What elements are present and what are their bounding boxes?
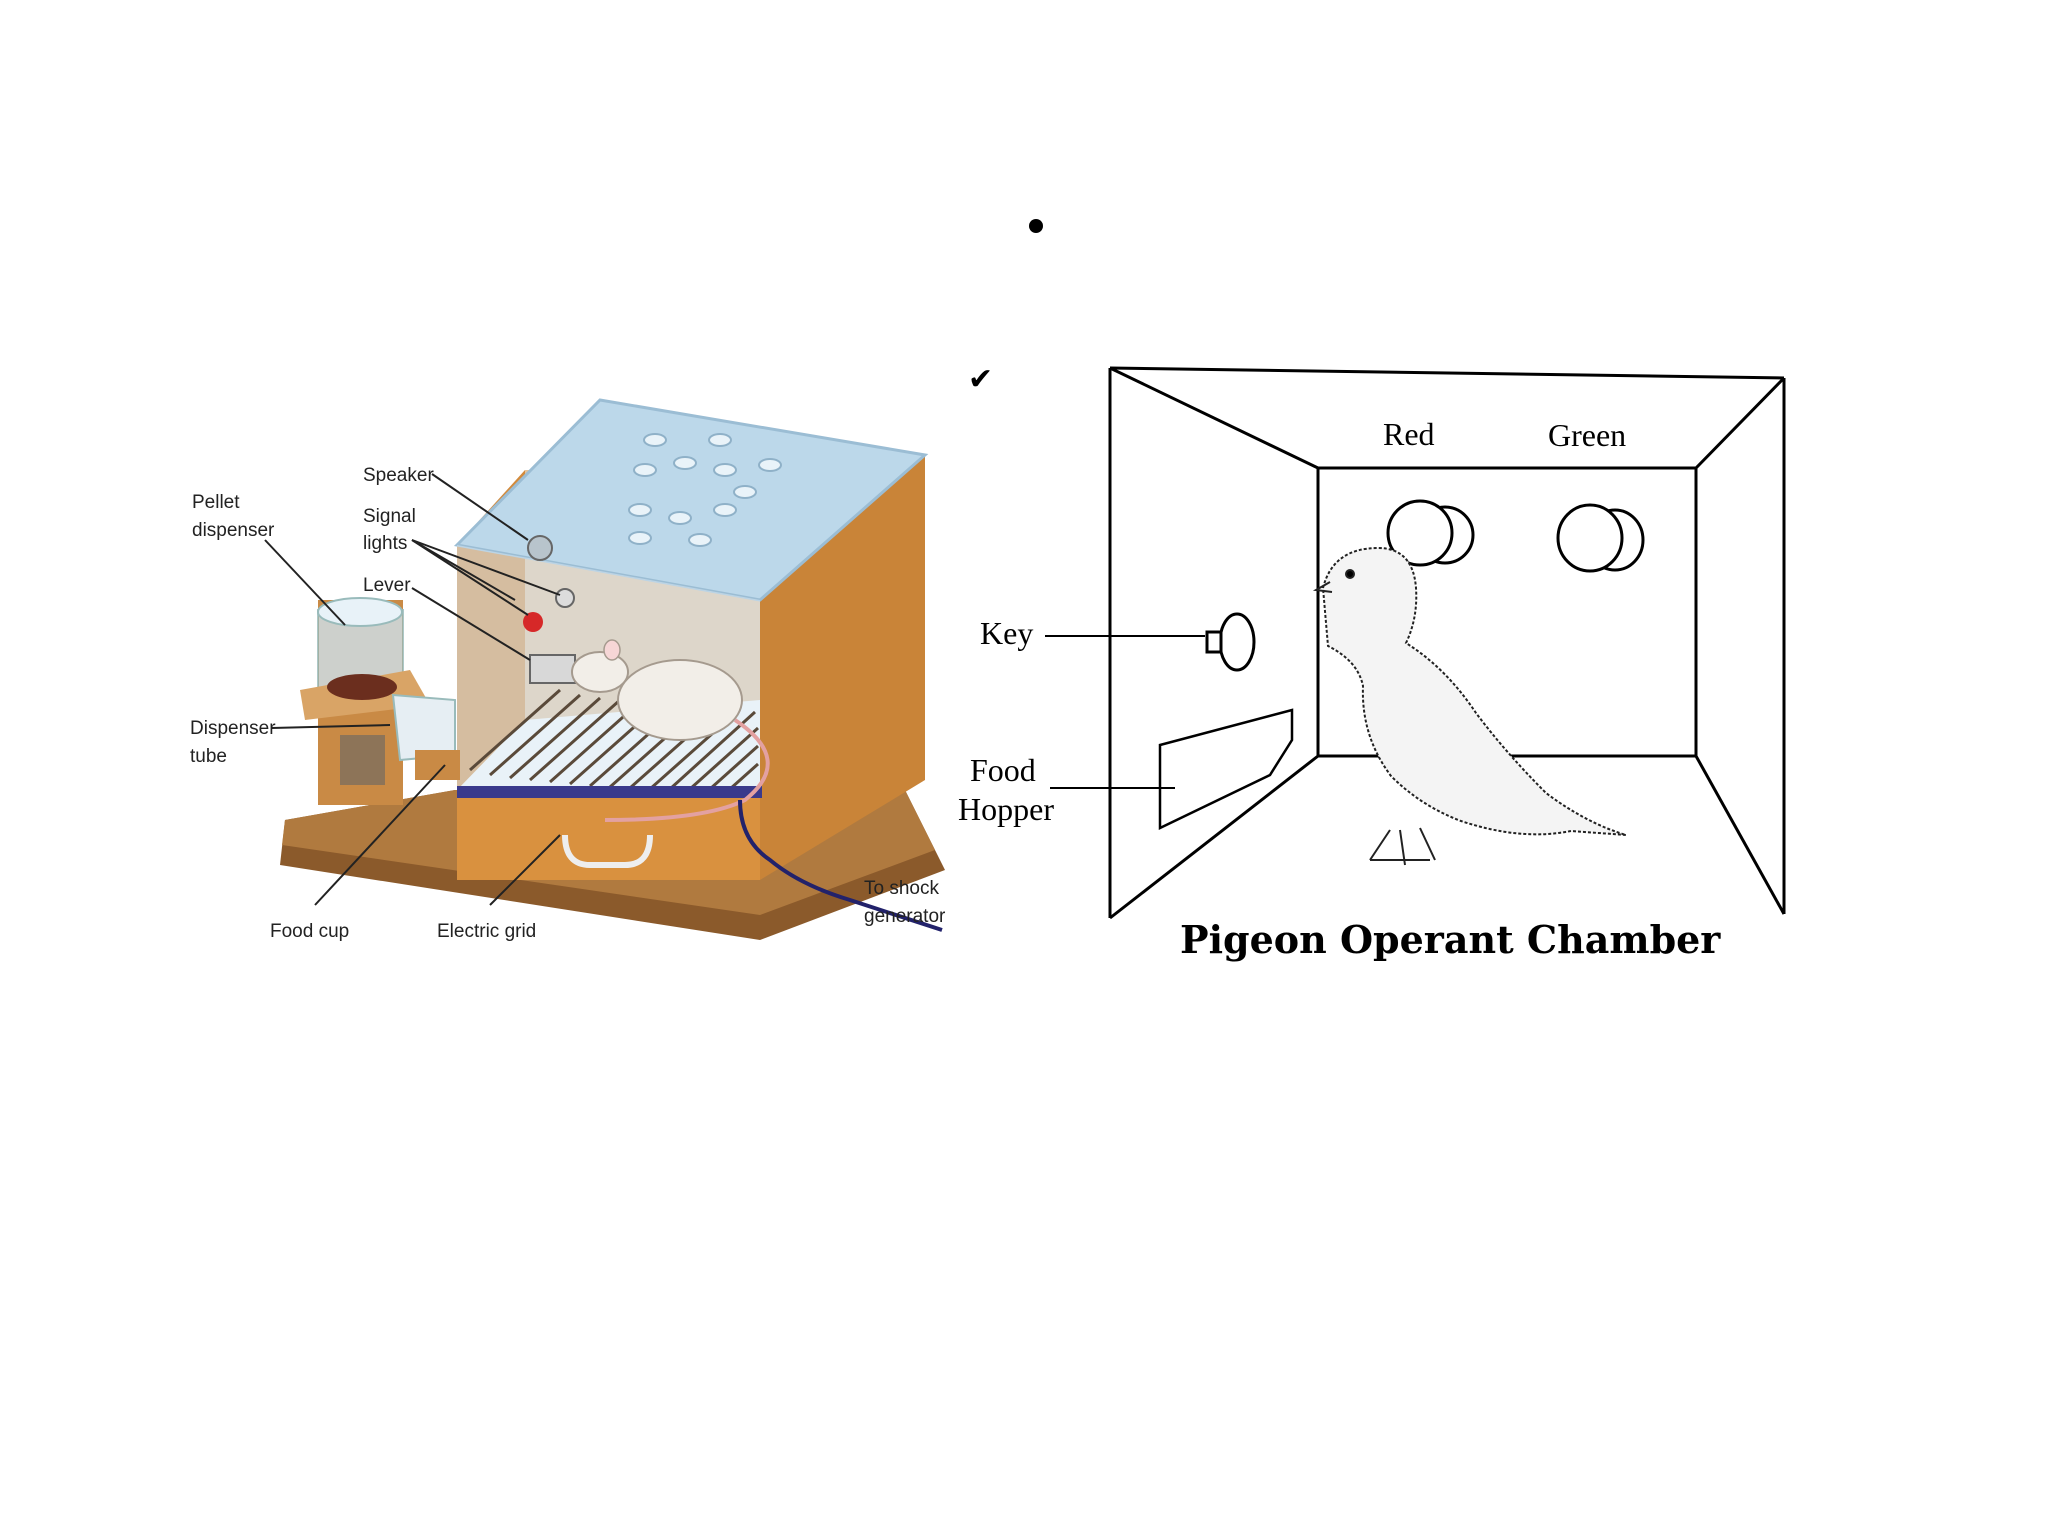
pigeon-chamber-title: Pigeon Operant Chamber [1180,917,1721,962]
label-green-key: Green [1548,417,1626,453]
label-food-hopper-line2: Hopper [958,791,1054,827]
label-speaker: Speaker [363,465,434,486]
label-signal-lights-line1: Signal [363,506,416,527]
label-pellet-dispenser-line2: dispenser [192,520,275,541]
green-key-icon [1556,503,1645,573]
pigeon-chamber-frame [1108,366,1786,920]
label-lever: Lever [363,575,411,596]
pigeon-leader-lines [1045,635,1205,789]
drawer-handle [562,834,653,868]
shock-cable [738,799,943,932]
skinner-right-panel [760,455,925,880]
label-electric-grid: Electric grid [437,921,536,942]
label-food-cup: Food cup [270,921,349,942]
skinner-leader-lines [264,473,561,906]
signal-light-white-icon [555,588,575,608]
bullet-dot-icon [1029,219,1043,233]
lever-icon [529,654,576,684]
side-key-icon [1205,612,1256,672]
electric-grid-bar [457,786,762,798]
label-shock-line2: generator [864,906,946,927]
pellet-dispenser-illustration [300,597,460,805]
label-dispenser-tube-line1: Dispenser [190,718,276,739]
food-hopper-icon [1158,708,1294,830]
label-shock-line1: To shock [864,878,939,899]
pigeon-illustration [1312,546,1627,866]
label-key: Key [980,615,1033,651]
red-key-icon [1386,499,1475,567]
label-pellet-dispenser-line1: Pellet [192,492,240,513]
label-signal-lights-line2: lights [363,533,407,554]
label-food-hopper-line1: Food [970,752,1036,788]
label-dispenser-tube-line2: tube [190,746,227,767]
check-mark-icon: ✔ [968,362,994,397]
speaker-icon [527,535,553,561]
pigeon-chamber-illustration: Red Green Key Food Hopper Pigeon Operant… [958,366,1786,962]
air-holes [628,433,782,547]
skinner-box-illustration: Speaker Signal lights Lever Pellet dispe… [190,398,946,942]
signal-light-red-icon [523,612,543,632]
label-red-key: Red [1383,416,1435,452]
rat-illustration [571,639,770,822]
